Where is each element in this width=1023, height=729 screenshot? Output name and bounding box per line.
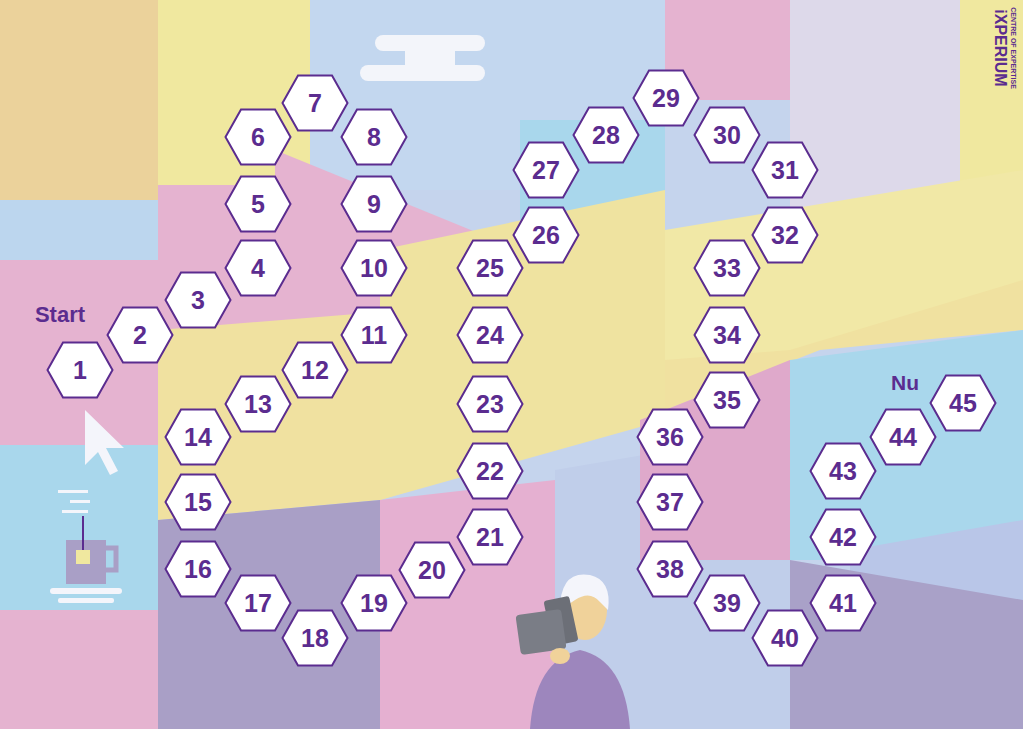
space-number: 14 xyxy=(164,408,232,466)
board-space: 2 xyxy=(106,306,174,364)
space-number: 22 xyxy=(456,442,524,500)
board-space: 45 xyxy=(929,374,997,432)
space-number: 6 xyxy=(224,108,292,166)
board-space: 28 xyxy=(572,106,640,164)
space-number: 21 xyxy=(456,508,524,566)
space-number: 39 xyxy=(693,574,761,632)
board-space: 39 xyxy=(693,574,761,632)
space-number: 40 xyxy=(751,609,819,667)
board-space: 10 xyxy=(340,239,408,297)
space-number: 37 xyxy=(636,473,704,531)
space-number: 41 xyxy=(809,574,877,632)
space-number: 12 xyxy=(281,341,349,399)
start-label: Start xyxy=(35,302,85,328)
space-number: 31 xyxy=(751,141,819,199)
space-number: 8 xyxy=(340,108,408,166)
space-number: 9 xyxy=(340,175,408,233)
board-space: 35 xyxy=(693,371,761,429)
space-number: 18 xyxy=(281,609,349,667)
board-space: 22 xyxy=(456,442,524,500)
logo-text: iXPERIUM xyxy=(991,9,1009,86)
board-space: 12 xyxy=(281,341,349,399)
space-number: 1 xyxy=(46,341,114,399)
space-number: 4 xyxy=(224,239,292,297)
space-number: 5 xyxy=(224,175,292,233)
space-number: 32 xyxy=(751,206,819,264)
board-space: 41 xyxy=(809,574,877,632)
board-space: 34 xyxy=(693,306,761,364)
space-number: 45 xyxy=(929,374,997,432)
board-space: 42 xyxy=(809,508,877,566)
board-space: 17 xyxy=(224,574,292,632)
board-space: 8 xyxy=(340,108,408,166)
board-space: 27 xyxy=(512,141,580,199)
board-space: 31 xyxy=(751,141,819,199)
board-space: 1 xyxy=(46,341,114,399)
space-number: 7 xyxy=(281,74,349,132)
board-space: 11 xyxy=(340,306,408,364)
board-space: 18 xyxy=(281,609,349,667)
space-number: 35 xyxy=(693,371,761,429)
space-number: 10 xyxy=(340,239,408,297)
space-number: 23 xyxy=(456,375,524,433)
space-number: 29 xyxy=(632,69,700,127)
board-space: 25 xyxy=(456,239,524,297)
space-number: 43 xyxy=(809,442,877,500)
space-number: 20 xyxy=(398,541,466,599)
board-space: 7 xyxy=(281,74,349,132)
space-number: 3 xyxy=(164,271,232,329)
space-number: 34 xyxy=(693,306,761,364)
board-space: 38 xyxy=(636,540,704,598)
board-space: 40 xyxy=(751,609,819,667)
space-number: 11 xyxy=(340,306,408,364)
board-space: 36 xyxy=(636,408,704,466)
space-number: 36 xyxy=(636,408,704,466)
board-space: 24 xyxy=(456,306,524,364)
board-space: 4 xyxy=(224,239,292,297)
space-number: 2 xyxy=(106,306,174,364)
space-number: 38 xyxy=(636,540,704,598)
space-number: 16 xyxy=(164,540,232,598)
board-space: 30 xyxy=(693,106,761,164)
board-space: 26 xyxy=(512,206,580,264)
space-number: 19 xyxy=(340,574,408,632)
board-space: 9 xyxy=(340,175,408,233)
board-space: 37 xyxy=(636,473,704,531)
board-space: 20 xyxy=(398,541,466,599)
logo-subtitle: CENTRE OF EXPERTISE xyxy=(1010,7,1017,89)
space-number: 42 xyxy=(809,508,877,566)
space-number: 17 xyxy=(224,574,292,632)
space-number: 25 xyxy=(456,239,524,297)
space-number: 13 xyxy=(224,375,292,433)
board-space: 3 xyxy=(164,271,232,329)
board-space: 33 xyxy=(693,239,761,297)
board-space: 43 xyxy=(809,442,877,500)
space-number: 44 xyxy=(869,408,937,466)
board-space: 44 xyxy=(869,408,937,466)
board-space: 23 xyxy=(456,375,524,433)
space-number: 24 xyxy=(456,306,524,364)
board-space: 19 xyxy=(340,574,408,632)
board-space: 21 xyxy=(456,508,524,566)
space-number: 15 xyxy=(164,473,232,531)
finish-label: Nu xyxy=(891,371,919,395)
board-space: 29 xyxy=(632,69,700,127)
board-space: 14 xyxy=(164,408,232,466)
board-space: 5 xyxy=(224,175,292,233)
board-space: 15 xyxy=(164,473,232,531)
board-space: 13 xyxy=(224,375,292,433)
board-space: 16 xyxy=(164,540,232,598)
board-space: 6 xyxy=(224,108,292,166)
space-number: 30 xyxy=(693,106,761,164)
space-number: 26 xyxy=(512,206,580,264)
board-space: 32 xyxy=(751,206,819,264)
space-number: 33 xyxy=(693,239,761,297)
space-number: 28 xyxy=(572,106,640,164)
space-number: 27 xyxy=(512,141,580,199)
